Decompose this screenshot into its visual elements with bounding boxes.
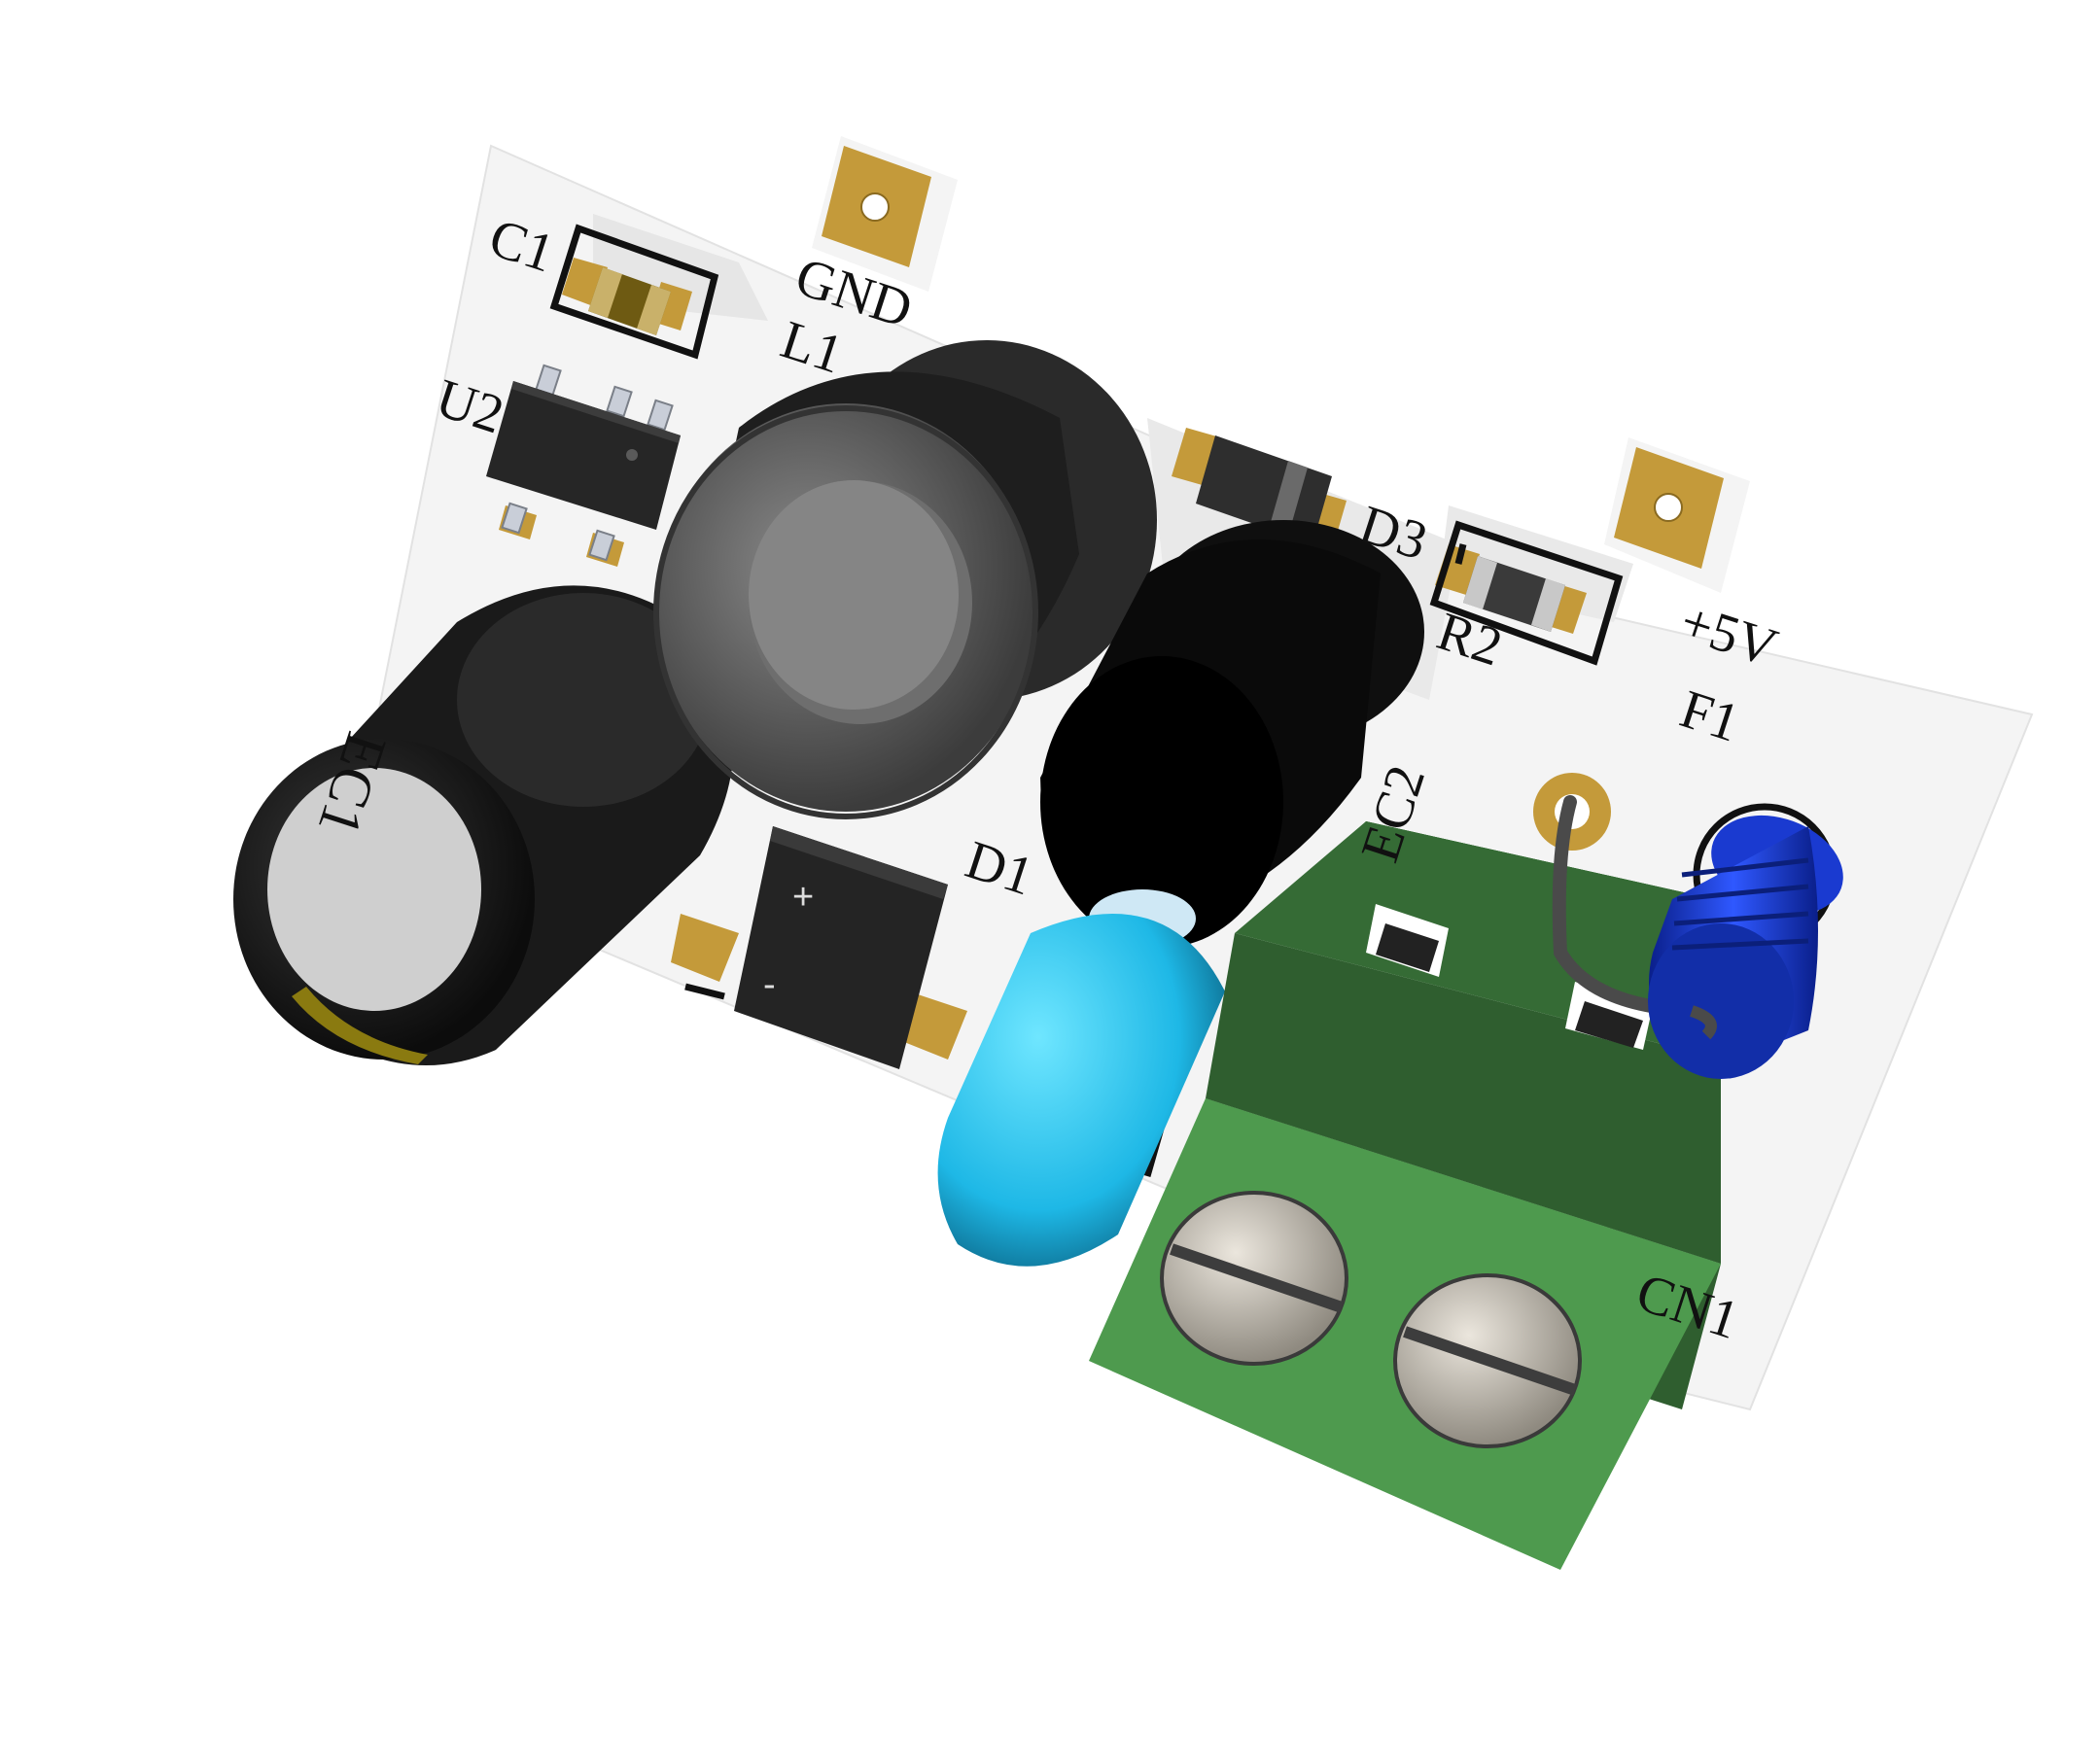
blue-capacitor (937, 889, 1225, 1267)
u2-ic (486, 364, 681, 562)
bridge-minus-label: - (763, 964, 776, 1005)
r2-resistor (1463, 556, 1565, 632)
plus5v-hole (1654, 493, 1683, 522)
ec2-capacitor (1040, 520, 1424, 948)
c1-outline (549, 224, 719, 360)
d1-bridge: + - (734, 826, 948, 1069)
gnd-hole (860, 192, 890, 222)
f1-fuse (1552, 795, 1843, 1079)
ec1-capacitor (233, 585, 734, 1065)
d1-pad-right (899, 991, 967, 1060)
r2-outline (1429, 520, 1624, 666)
d1-pad-left (671, 914, 739, 982)
bridge-plus-label: + (792, 877, 814, 918)
d3-diode (1196, 435, 1332, 544)
l1-inductor (653, 340, 1157, 819)
d3-outline (1454, 543, 1467, 565)
c1-capacitor (588, 267, 671, 335)
ec1-outline (684, 983, 725, 1000)
